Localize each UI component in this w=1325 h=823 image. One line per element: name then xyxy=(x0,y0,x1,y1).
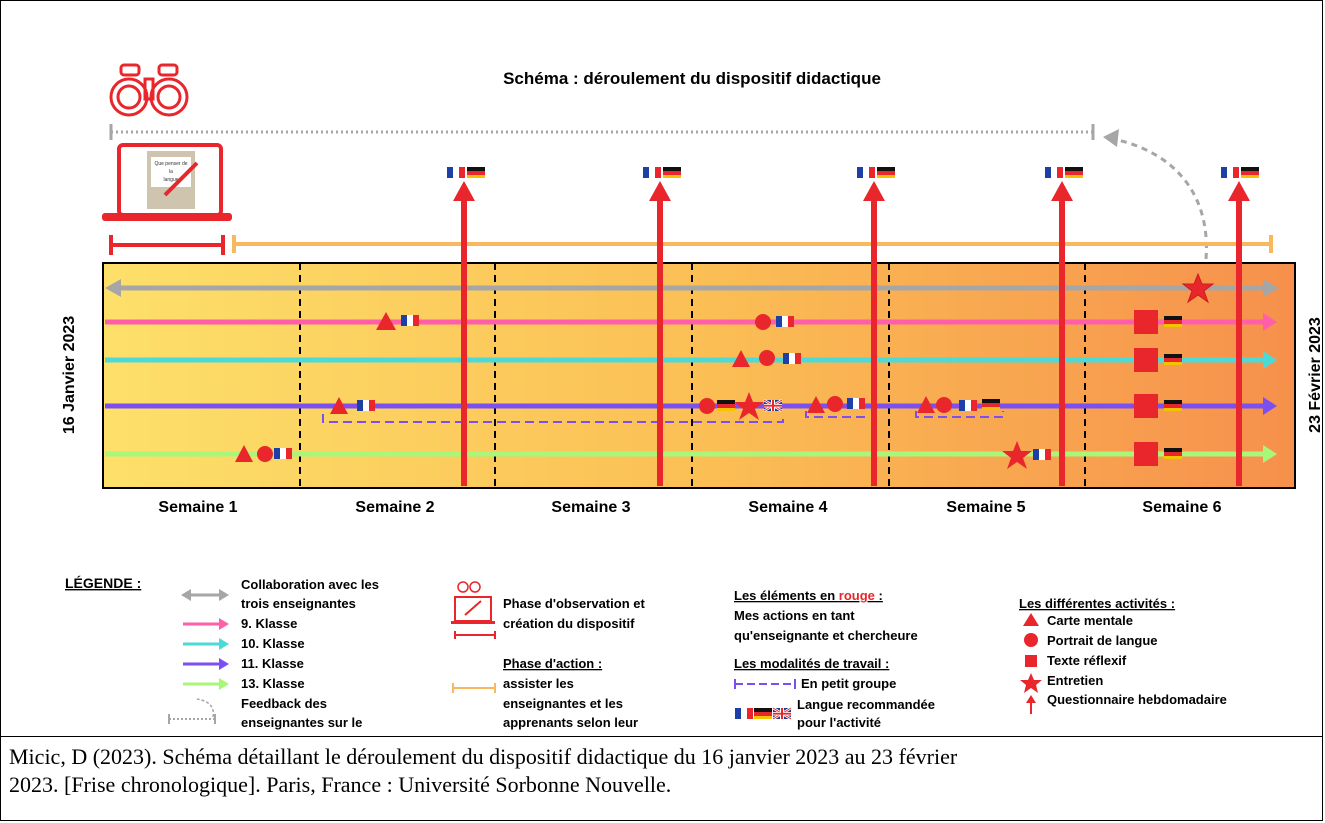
week-label: Semaine 4 xyxy=(748,499,827,516)
activity-marker xyxy=(699,392,784,420)
legend-phase-obs-label: création du dispositif xyxy=(503,616,635,631)
caption: Micic, D (2023). Schéma détaillant le dé… xyxy=(9,743,1309,799)
legend-activity-label: Questionnaire hebdomadaire xyxy=(1047,692,1227,707)
class-13-line xyxy=(105,445,1277,463)
activity-marker xyxy=(755,314,794,330)
start-date: 16 Janvier 2023 xyxy=(61,316,78,434)
week6-markers xyxy=(1134,310,1182,466)
activity-marker xyxy=(732,350,801,367)
class-10-line xyxy=(105,351,1277,369)
legend-activity-label: Portrait de langue xyxy=(1047,633,1158,648)
legend-language-label: pour l'activité xyxy=(797,715,881,730)
questionnaire-flags xyxy=(447,167,1259,178)
diagram-title: Schéma : déroulement du dispositif didac… xyxy=(503,69,881,88)
triangle-icon xyxy=(1023,613,1039,626)
star-icon xyxy=(1020,673,1042,693)
legend-phase-action-label: assister les xyxy=(503,676,574,691)
legend-class-9-arrow xyxy=(183,618,229,630)
week-label: Semaine 6 xyxy=(1142,499,1221,516)
activity-marker xyxy=(1002,441,1051,469)
legend-class-10-label: 10. Klasse xyxy=(241,636,305,651)
class-11-line xyxy=(105,397,1277,415)
circle-icon xyxy=(1024,633,1038,647)
legend-class-9-label: 9. Klasse xyxy=(241,616,297,631)
week-label: Semaine 1 xyxy=(158,499,237,516)
end-date: 23 Février 2023 xyxy=(1307,317,1323,433)
legend-phase-action-label: enseignantes et les xyxy=(503,696,623,711)
activity-marker xyxy=(807,396,865,413)
legend-red-elements-label: qu'enseignante et chercheure xyxy=(734,628,918,643)
legend-class-11-label: 11. Klasse xyxy=(241,656,304,671)
svg-text:la: la xyxy=(169,169,173,175)
collaboration-line xyxy=(105,279,1279,297)
legend-activity-label: Texte réflexif xyxy=(1047,653,1127,668)
legend-modalities-heading: Les modalités de travail : xyxy=(734,656,889,671)
legend-class-13-label: 13. Klasse xyxy=(241,676,305,691)
binoculars-icon xyxy=(109,63,189,117)
legend-red-elements-heading: Les éléments en rouge : xyxy=(734,588,883,603)
timeline-background xyxy=(102,262,1296,489)
feedback-curve-arrow xyxy=(1112,137,1208,260)
legend-feedback-label: Feedback des xyxy=(241,696,327,711)
legend-collab-label: Collaboration avec les xyxy=(241,577,379,592)
legend-feedback-label: enseignantes sur le xyxy=(241,715,362,730)
legend-feedback-icon xyxy=(168,698,216,724)
legend-class-11-arrow xyxy=(183,658,229,670)
legend-language-label: Langue recommandée xyxy=(797,697,935,712)
legend-activities-heading: Les différentes activités : xyxy=(1019,596,1175,611)
legend-class-10-arrow xyxy=(183,638,229,650)
activity-marker xyxy=(330,397,375,414)
legend-group-icon xyxy=(734,679,796,689)
legend-collab-arrow xyxy=(181,589,229,601)
legend-flags-icon xyxy=(735,706,793,721)
activity-marker xyxy=(235,445,292,462)
legend-activity-label: Carte mentale xyxy=(1047,613,1133,628)
legend-phase-action-heading: Phase d'action : xyxy=(503,656,602,671)
week-label: Semaine 2 xyxy=(355,499,434,516)
activity-marker xyxy=(917,396,1000,413)
activity-marker xyxy=(376,312,419,330)
legend-class-13-arrow xyxy=(183,678,229,690)
observation-phase-bar xyxy=(109,235,225,255)
caption-line: Micic, D (2023). Schéma détaillant le dé… xyxy=(9,744,958,769)
square-icon xyxy=(1025,655,1037,667)
legend-laptop-icon xyxy=(451,581,496,639)
class-9-line xyxy=(105,313,1277,331)
legend-action-bar-icon xyxy=(452,683,496,693)
caption-divider xyxy=(1,736,1322,737)
week-label: Semaine 5 xyxy=(946,499,1025,516)
legend-heading: LÉGENDE : xyxy=(65,575,141,591)
interview-star xyxy=(1181,272,1215,304)
week-dividers xyxy=(299,263,1086,488)
laptop-icon: Que penser de la langue xyxy=(102,143,232,221)
timeline-diagram: Schéma : déroulement du dispositif didac… xyxy=(61,63,1323,749)
legend-red-elements-label: Mes actions en tant xyxy=(734,608,855,623)
legend-phase-obs-label: Phase d'observation et xyxy=(503,596,645,611)
legend-collab-label: trois enseignantes xyxy=(241,596,356,611)
svg-text:langue: langue xyxy=(163,177,178,183)
legend-activity-label: Entretien xyxy=(1047,673,1103,688)
week-label: Semaine 3 xyxy=(551,499,630,516)
legend-group-label: En petit groupe xyxy=(801,676,896,691)
arrow-up-icon xyxy=(1026,695,1036,714)
questionnaire-arrows xyxy=(453,181,1250,486)
svg-text:Que penser de: Que penser de xyxy=(154,161,187,167)
legend-phase-action-label: apprenants selon leur xyxy=(503,715,638,730)
action-phase-bar xyxy=(232,235,1273,253)
small-group-brackets xyxy=(322,411,1004,423)
caption-line: 2023. [Frise chronologique]. Paris, Fran… xyxy=(9,772,672,797)
